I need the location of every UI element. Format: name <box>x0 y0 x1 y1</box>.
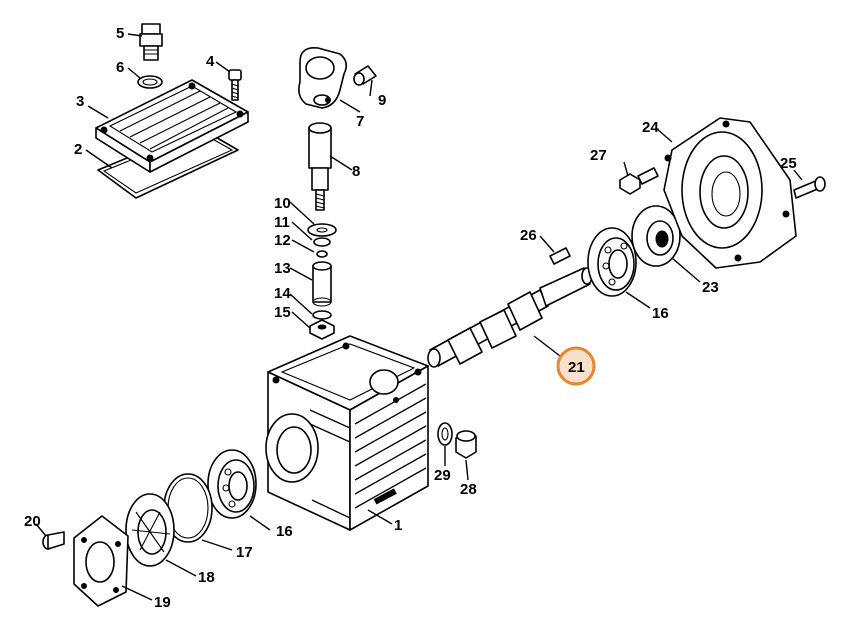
o-ring-part-6[interactable] <box>137 75 163 89</box>
nut-part-15[interactable] <box>309 319 335 340</box>
seal-part-12[interactable] <box>316 250 328 258</box>
ring-part-29[interactable] <box>437 422 453 446</box>
sleeve-part-13[interactable] <box>312 261 332 307</box>
label-2: 2 <box>74 141 82 158</box>
screw-part-27[interactable] <box>619 167 659 195</box>
label-12: 12 <box>274 232 291 249</box>
part-number-labels: 5 6 4 3 2 9 7 8 10 11 12 13 14 15 26 21 … <box>24 25 797 611</box>
ring-part-14[interactable] <box>312 310 332 320</box>
seal-part-23[interactable] <box>631 205 681 267</box>
pin-part-9[interactable] <box>353 65 377 86</box>
screw-part-4[interactable] <box>228 69 242 101</box>
label-23: 23 <box>702 279 719 296</box>
piston-rod-part-8[interactable] <box>308 122 332 211</box>
label-16-left: 16 <box>276 523 293 540</box>
cover-part-18[interactable] <box>125 493 175 567</box>
leader-lines <box>35 33 803 601</box>
label-8: 8 <box>352 163 360 180</box>
plate-part-19[interactable] <box>73 515 129 607</box>
label-14: 14 <box>274 285 291 302</box>
label-28: 28 <box>460 481 477 498</box>
label-11: 11 <box>274 214 290 231</box>
label-17: 17 <box>236 544 253 561</box>
label-19: 19 <box>154 594 171 611</box>
label-29: 29 <box>434 467 451 484</box>
bearing-part-16-left[interactable] <box>207 449 257 519</box>
label-10: 10 <box>274 195 291 212</box>
label-15: 15 <box>274 304 291 321</box>
o-ring-part-11[interactable] <box>313 237 331 247</box>
crankcase-part-1[interactable] <box>265 335 429 531</box>
label-21: 21 <box>568 359 585 376</box>
crankshaft-part-21[interactable] <box>427 267 593 368</box>
highlight-marker <box>556 346 596 386</box>
flange-cover-part-24[interactable] <box>663 117 797 269</box>
bolt-part-25[interactable] <box>793 176 826 199</box>
label-6: 6 <box>116 59 124 76</box>
bearing-part-16-right[interactable] <box>587 227 637 297</box>
label-7: 7 <box>356 113 364 130</box>
label-1: 1 <box>394 517 402 534</box>
screw-part-20[interactable] <box>42 531 65 550</box>
label-3: 3 <box>76 93 84 110</box>
washer-part-10[interactable] <box>307 223 337 237</box>
fitting-part-5[interactable] <box>139 23 163 61</box>
label-25: 25 <box>780 155 797 172</box>
label-20: 20 <box>24 513 41 530</box>
label-26: 26 <box>520 227 537 244</box>
label-18: 18 <box>198 569 215 586</box>
label-9: 9 <box>378 92 386 109</box>
label-27: 27 <box>590 147 607 164</box>
label-4: 4 <box>206 53 215 70</box>
label-16-right: 16 <box>652 305 669 322</box>
connecting-rod-part-7[interactable] <box>298 46 348 109</box>
label-5: 5 <box>116 25 124 42</box>
label-24: 24 <box>642 119 659 136</box>
label-13: 13 <box>274 260 291 277</box>
cover-plate-part-3[interactable] <box>95 79 249 173</box>
plug-part-28[interactable] <box>455 430 477 459</box>
key-part-26[interactable] <box>549 247 571 265</box>
